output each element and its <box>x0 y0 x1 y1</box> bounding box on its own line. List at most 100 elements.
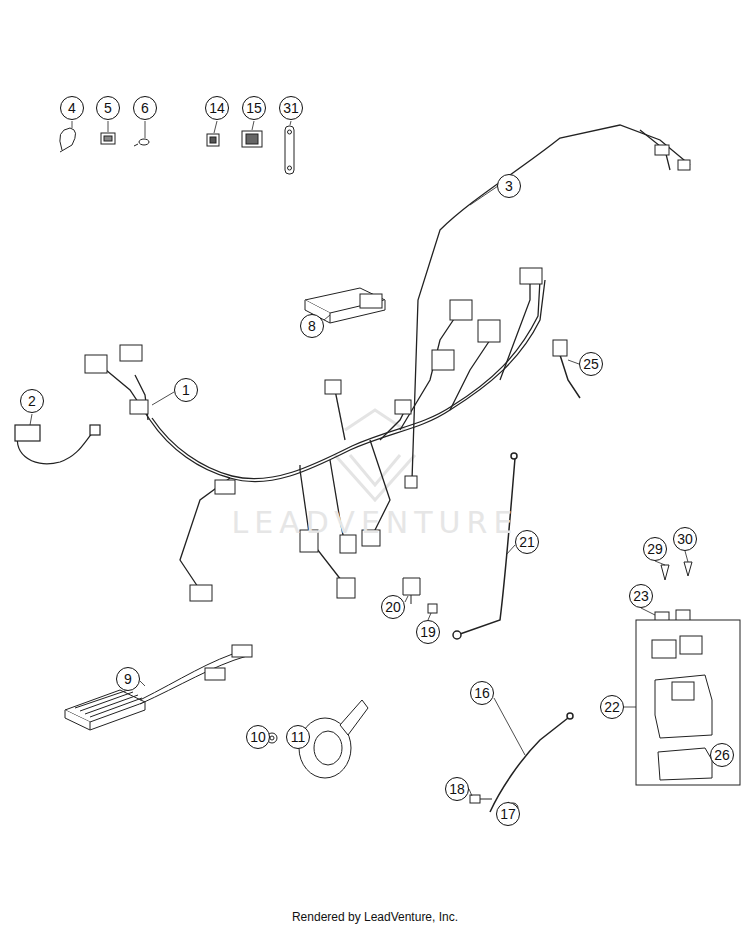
callout-number: 14 <box>205 96 229 120</box>
drawing-stroke <box>478 320 500 342</box>
drawing-stroke <box>145 121 146 138</box>
drawing-stroke <box>453 631 461 639</box>
drawing-stroke <box>299 465 300 470</box>
drawing-stroke <box>152 392 174 405</box>
callout-number: 20 <box>381 595 405 619</box>
callout-number: 25 <box>579 352 603 376</box>
connectors <box>85 145 690 601</box>
drawing-stroke <box>469 789 472 796</box>
drawing-stroke <box>210 137 216 143</box>
drawing-stroke <box>655 561 665 565</box>
drawing-stroke <box>290 121 291 125</box>
callout-text: 30 <box>677 532 693 546</box>
drawing-stroke <box>30 414 32 425</box>
callout-number: 3 <box>497 174 521 198</box>
horn <box>267 700 368 778</box>
drawing-stroke <box>101 133 115 144</box>
drawing-stroke <box>288 130 292 134</box>
drawing-stroke <box>140 650 245 700</box>
drawing-stroke <box>350 455 400 485</box>
callout-text: 16 <box>474 686 490 700</box>
callout-text: 23 <box>633 589 649 603</box>
callout-text: 25 <box>583 357 599 371</box>
callout-number: 16 <box>470 681 494 705</box>
relay-box <box>636 620 740 785</box>
drawing-stroke <box>655 675 712 738</box>
callout-text: 21 <box>519 535 535 549</box>
drawing-stroke <box>130 400 148 414</box>
callout-number: 2 <box>20 389 44 413</box>
drawing-stroke <box>506 545 515 555</box>
drawing-stroke <box>180 478 230 590</box>
drawing-stroke <box>15 425 40 441</box>
callout-text: 3 <box>505 179 513 193</box>
drawing-stroke <box>395 400 411 414</box>
callout-text: 18 <box>449 782 465 796</box>
drawing-stroke <box>652 640 676 658</box>
drawing-stroke <box>360 294 382 308</box>
drawing-stroke <box>680 636 702 654</box>
drawing-stroke <box>553 340 567 356</box>
callout-number: 9 <box>116 667 140 691</box>
drawing-stroke <box>567 713 573 719</box>
drawing-stroke <box>480 799 492 800</box>
callout-number: 15 <box>242 96 266 120</box>
drawing-stroke <box>120 345 142 361</box>
drawing-stroke <box>450 340 490 410</box>
callout-text: 31 <box>283 101 299 115</box>
drawing-stroke <box>380 400 410 440</box>
callout-text: 10 <box>250 730 266 744</box>
callout-text: 9 <box>124 672 132 686</box>
drawing-stroke <box>641 608 655 615</box>
callout-number: 23 <box>629 584 653 608</box>
drawing-stroke <box>325 380 341 394</box>
drawing-stroke <box>335 455 415 500</box>
drawing-stroke <box>108 121 109 132</box>
callout-text: 20 <box>385 600 401 614</box>
drawing-stroke <box>104 136 112 141</box>
callout-number: 10 <box>246 725 270 749</box>
drawing-stroke <box>655 145 669 155</box>
drawing-stroke <box>60 128 76 152</box>
drawing-stroke <box>470 795 480 803</box>
callout-text: 2 <box>28 394 36 408</box>
drawing-stroke <box>340 700 368 735</box>
callout-number: 11 <box>286 725 310 749</box>
callout-number: 30 <box>673 527 697 551</box>
drawing-stroke <box>288 166 292 170</box>
drawing-stroke <box>428 613 431 620</box>
callout-text: 17 <box>500 807 516 821</box>
leader-lines <box>30 121 688 804</box>
drawing-stroke <box>661 565 669 580</box>
regulator <box>65 645 252 730</box>
callout-text: 22 <box>604 700 620 714</box>
drawing-stroke <box>246 134 258 144</box>
drawing-stroke <box>405 476 417 488</box>
drawing-stroke <box>520 268 542 284</box>
callout-number: 6 <box>133 96 157 120</box>
drawing-stroke <box>685 551 688 562</box>
callout-text: 4 <box>68 101 76 115</box>
cables <box>453 355 580 812</box>
drawing-stroke <box>152 280 540 479</box>
wire-part-2 <box>15 425 100 464</box>
small-parts <box>60 126 294 174</box>
wiring-harness <box>100 125 690 590</box>
callout-number: 31 <box>279 96 303 120</box>
drawing-stroke <box>636 620 740 785</box>
callout-text: 19 <box>420 625 436 639</box>
drawing-stroke <box>658 748 712 780</box>
drawing-stroke <box>72 121 73 128</box>
callout-text: 26 <box>714 748 730 762</box>
drawing-stroke <box>335 390 345 440</box>
drawing-stroke <box>678 160 690 170</box>
drawing-stroke <box>494 698 525 755</box>
drawing-stroke <box>560 355 580 398</box>
drawing-stroke <box>500 280 530 380</box>
drawing-stroke <box>65 710 90 730</box>
drawing-stroke <box>134 144 138 146</box>
drawing-stroke <box>215 480 235 494</box>
drawing-stroke <box>140 681 145 686</box>
